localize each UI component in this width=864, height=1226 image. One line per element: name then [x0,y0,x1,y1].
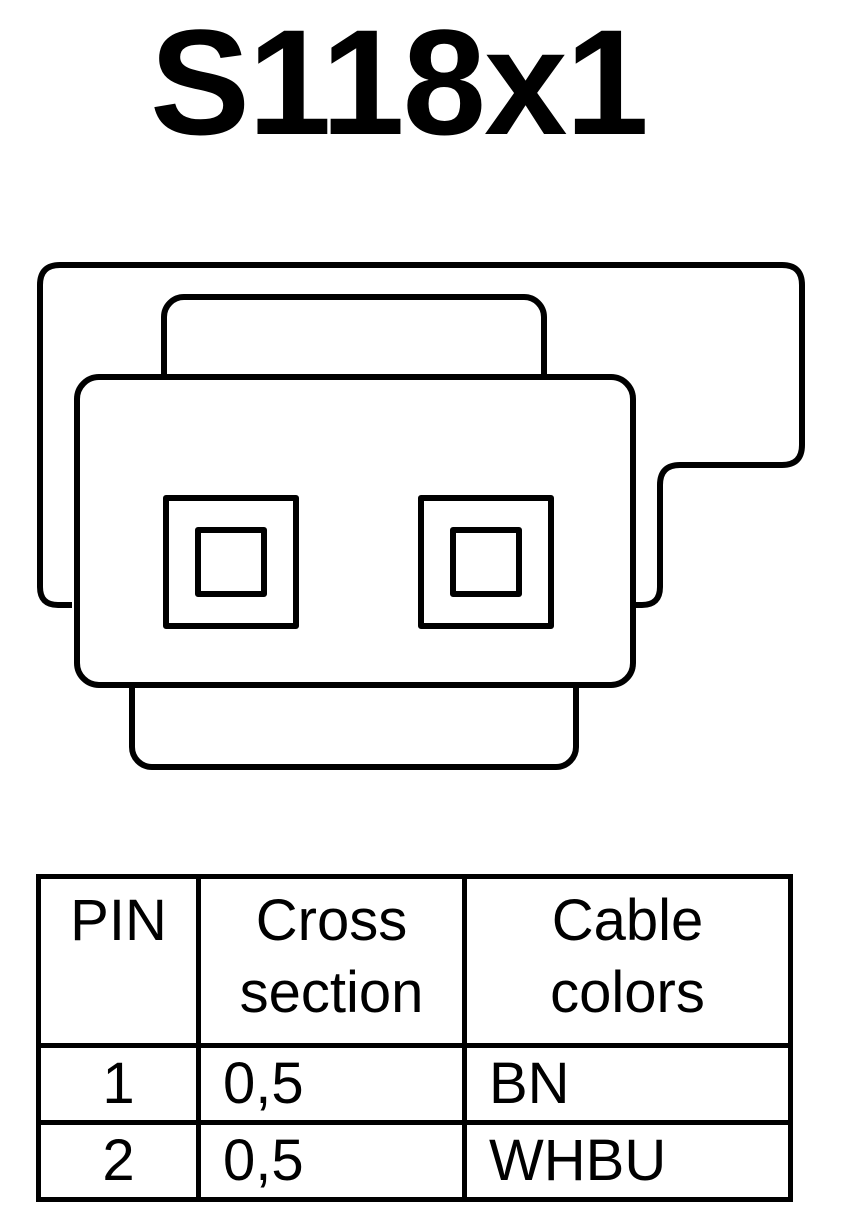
connector-title: S118x1 [150,0,649,166]
table-row: 1 0,5 BN [36,1043,793,1125]
pin-2-socket [418,495,554,629]
header-cable-colors: Cable colors [462,874,793,1048]
header-pin-label: PIN [70,888,167,953]
header-cross-section: Cross section [196,874,467,1048]
header-cable-colors-line2: colors [550,960,705,1025]
pin-1-socket [163,495,299,629]
pin-assignment-table: PIN Cross section Cable colors 1 0,5 BN … [36,874,793,1202]
pin-number: 1 [36,1043,201,1125]
cross-section-value: 0,5 [196,1043,467,1125]
cross-section-value: 0,5 [196,1120,467,1202]
cable-color-value: BN [462,1043,793,1125]
table-header-row: PIN Cross section Cable colors [36,874,793,1048]
header-pin: PIN [36,874,201,1048]
header-cable-colors-line1: Cable [551,888,704,953]
pin-number: 2 [36,1120,201,1202]
cable-color-value: WHBU [462,1120,793,1202]
header-cross-section-line2: section [239,960,424,1025]
table-row: 2 0,5 WHBU [36,1120,793,1202]
header-cross-section-line1: Cross [255,888,408,953]
connector-diagram [37,262,805,770]
